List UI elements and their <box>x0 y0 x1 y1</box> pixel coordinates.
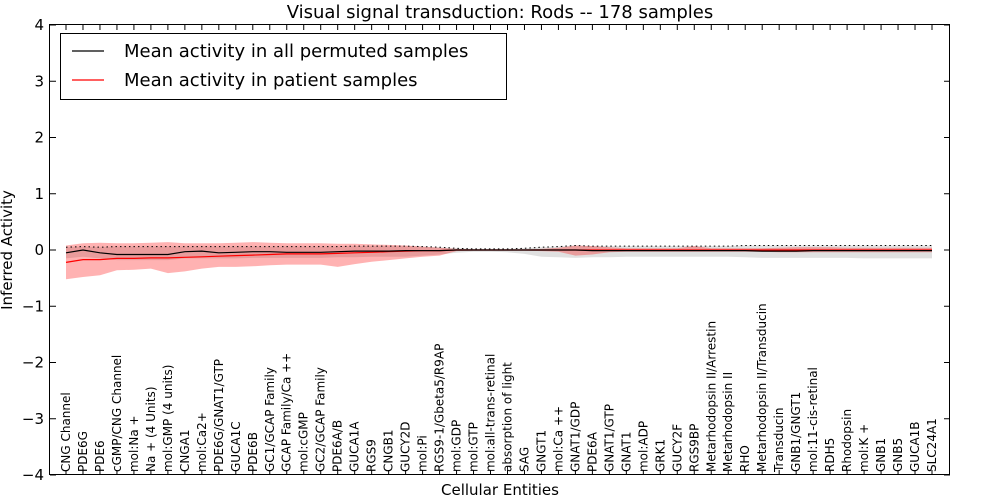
x-tick-label: mol:ADP <box>636 421 650 472</box>
x-tick-label: GC2/GCAP Family <box>314 367 328 472</box>
y-tick-label: −1 <box>22 297 44 315</box>
x-tick-label: PDE6G/GNAT1/GTP <box>212 359 226 472</box>
permuted-band <box>66 245 932 261</box>
legend-box <box>60 33 507 100</box>
x-tick-label: GUCA1B <box>908 421 922 472</box>
x-tick-label: GNAT1/GDP <box>568 402 582 472</box>
x-tick-label: PDE6A/B <box>331 420 345 472</box>
x-tick-label: GUCA1A <box>348 421 362 472</box>
y-tick-label: 4 <box>34 16 44 34</box>
x-tick-label: GNAT1/GTP <box>602 404 616 472</box>
x-tick-label: mol:cGMP <box>297 412 311 472</box>
x-tick-label: Metarhodopsin II/Arrestin <box>704 321 718 472</box>
x-tick-label: GCAP Family/Ca ++ <box>280 353 294 472</box>
y-tick-label: −2 <box>22 354 44 372</box>
x-tick-label: GNB5 <box>891 438 905 472</box>
y-tick-label: 2 <box>34 129 44 147</box>
patient-band <box>66 242 932 280</box>
legend-entry: Mean activity in all permuted samples <box>124 41 468 62</box>
plot-frame <box>49 24 950 475</box>
x-tick-label: GUCY2D <box>399 422 413 472</box>
x-tick-label: mol:Ca2+ <box>195 412 209 472</box>
x-tick-label: GC1/GCAP Family <box>263 367 277 472</box>
x-tick-label: PDE6B <box>246 432 260 472</box>
x-tick-label: PDE6A <box>585 431 599 472</box>
x-tick-label: absorption of light <box>500 362 514 472</box>
x-tick-label: RGS9BP <box>687 424 701 472</box>
x-tick-label: GUCY2F <box>670 424 684 472</box>
y-tick-label: −4 <box>22 466 44 484</box>
legend: Mean activity in all permuted samplesMea… <box>60 33 507 100</box>
y-tick-label: −3 <box>22 410 44 428</box>
x-tick-label: CNGB1 <box>382 429 396 472</box>
x-tick-label: CNG Channel <box>59 392 73 472</box>
x-tick-label: Transducin <box>772 408 786 473</box>
confidence-bands <box>66 242 932 280</box>
x-tick-label: mol:11-cis-retinal <box>806 367 820 472</box>
y-axis-label: Inferred Activity <box>0 190 16 310</box>
x-tick-label: RGS9 <box>365 439 379 472</box>
x-tick-label: GNB1/GNGT1 <box>789 392 803 472</box>
series-line-permuted <box>65 249 932 256</box>
x-tick-label: mol:K + <box>857 424 871 472</box>
x-tick-label: SAG <box>517 447 531 472</box>
chart-title: Visual signal transduction: Rods -- 178 … <box>287 2 714 23</box>
x-axis-label: Cellular Entities <box>441 481 559 499</box>
permuted-upper-dotted <box>65 244 932 250</box>
x-tick-label: CNGA1 <box>178 430 192 473</box>
x-tick-label: RDH5 <box>823 438 837 472</box>
x-tick-label: mol:Ca ++ <box>551 406 565 472</box>
x-tick-label: GNGT1 <box>534 430 548 472</box>
x-tick-label: mol:GMP (4 units) <box>161 365 175 472</box>
x-tick-label: Metarhodopsin II <box>721 372 735 472</box>
x-tick-label: PDE6 <box>93 440 107 472</box>
x-tick-label: Metarhodopsin II/Transducin <box>755 303 769 472</box>
x-tick-label: GNB1 <box>874 438 888 472</box>
x-tick-label: mol:all-trans-retinal <box>484 354 498 472</box>
x-tick-label: GUCA1C <box>229 421 243 472</box>
x-tick-label: mol:Pi <box>416 435 430 472</box>
y-tick-label: 3 <box>34 72 44 90</box>
x-tick-label: mol:GTP <box>467 422 481 472</box>
x-tick-label: GNAT1 <box>619 431 633 472</box>
x-tick-label: PDE6G <box>76 431 90 472</box>
x-tick-label: cGMP/CNG Channel <box>110 355 124 472</box>
series-lines <box>65 244 932 263</box>
x-tick-label: mol:Na + <box>127 415 141 472</box>
x-tick-label: SLC24A1 <box>925 418 939 472</box>
y-tick-label: 0 <box>34 241 44 259</box>
x-tick-label: mol:GDP <box>450 420 464 472</box>
x-tick-label: Na + (4 Units) <box>144 386 158 472</box>
x-tick-label: RGS9-1/Gbeta5/R9AP <box>433 344 447 472</box>
legend-entry: Mean activity in patient samples <box>124 70 418 91</box>
x-tick-label: Rhodopsin <box>840 409 854 472</box>
y-tick-label: 1 <box>34 185 44 203</box>
x-tick-label: RHO <box>738 445 752 472</box>
x-tick-label: GRK1 <box>653 439 667 472</box>
